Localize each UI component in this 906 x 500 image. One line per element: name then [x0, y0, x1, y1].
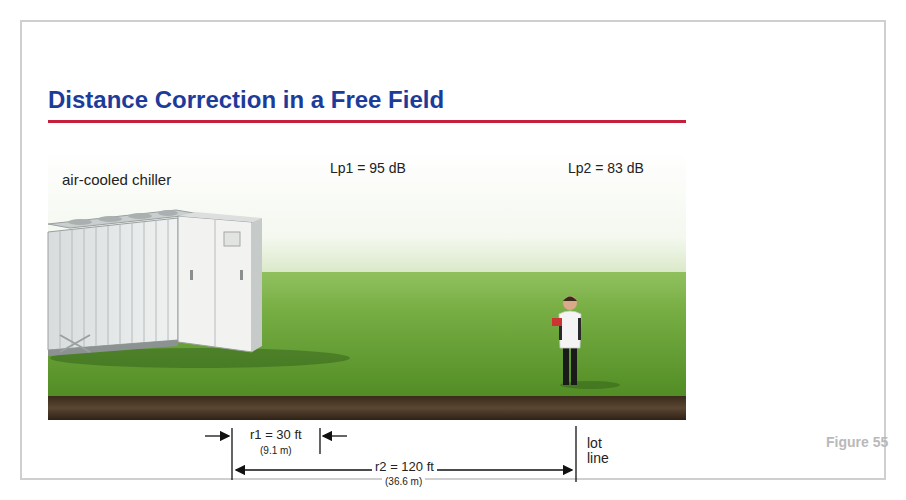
frame [21, 21, 885, 479]
lot-line-label: lot line [587, 436, 619, 465]
title-rule [48, 120, 686, 123]
sound-level: Lp1 = 95 dB [330, 160, 406, 176]
person [552, 296, 620, 389]
ground-strip [48, 396, 686, 420]
chiller [48, 210, 262, 356]
dimension: r2 = 120 ft [372, 460, 437, 475]
slide-title: Distance Correction in a Free Field [48, 86, 444, 114]
dimension: (36.6 m) [382, 476, 425, 488]
sound-level: Lp2 = 83 dB [568, 160, 644, 176]
dimension: r1 = 30 ft [250, 428, 302, 443]
part-name: air-cooled chiller [62, 171, 171, 188]
dimension-lines [205, 426, 576, 482]
figure-number: Figure 55 [826, 434, 888, 450]
dimension: (9.1 m) [260, 445, 292, 457]
